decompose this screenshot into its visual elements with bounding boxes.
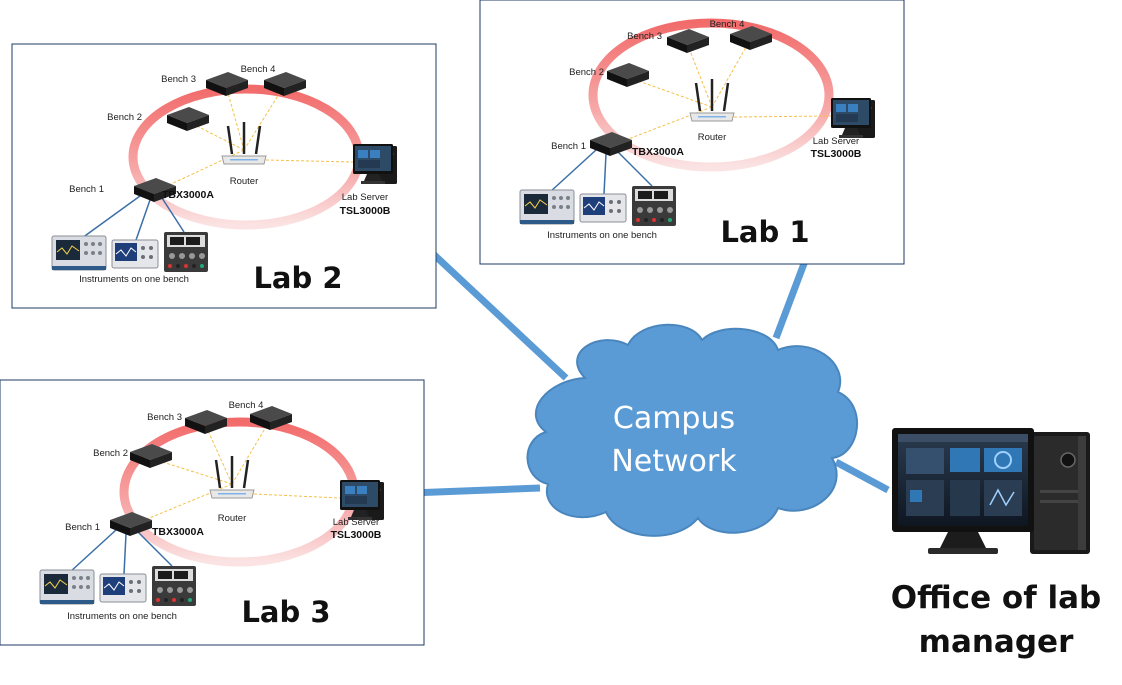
bench-controller-icon: [185, 410, 227, 434]
bench-label: Bench 1: [551, 141, 586, 152]
office-label-line1: Office of lab: [891, 580, 1101, 616]
router-label: Router: [230, 176, 259, 187]
oscilloscope-icon: [39, 569, 95, 605]
wifi-link: [253, 493, 341, 499]
scope-icon: [579, 193, 627, 223]
bench-label: Bench 3: [147, 412, 182, 423]
cloud-label-line2: Network: [611, 444, 737, 479]
server-label: Lab Server: [333, 517, 379, 528]
instrument-cable: [617, 151, 653, 187]
lab-title: Lab 1: [720, 215, 809, 249]
wifi-router-icon: [221, 122, 267, 165]
bench-model-label: TBX3000A: [162, 189, 214, 201]
bench-instruments-icon: [51, 232, 208, 272]
office-label-line2: manager: [919, 624, 1074, 660]
lab-server-icon: [340, 480, 384, 520]
wifi-link: [243, 85, 285, 151]
wifi-link: [711, 39, 751, 108]
lab-server-icon: [353, 144, 397, 184]
bench-controller-icon: [730, 26, 772, 50]
lab-title: Lab 2: [253, 261, 342, 295]
server-label: Lab Server: [342, 192, 388, 203]
wifi-link: [204, 423, 233, 485]
instrument-cable: [135, 199, 151, 241]
router-label: Router: [218, 513, 247, 524]
bench-label: Bench 3: [161, 74, 196, 85]
monitor-icon: [892, 428, 1034, 554]
bench-controller-icon: [250, 406, 292, 430]
server-label: Lab Server: [813, 136, 859, 147]
instrument-cable: [69, 529, 117, 573]
office-workstation: Office of lab manager: [891, 428, 1101, 660]
power-supply-icon: [632, 186, 676, 226]
bench-model-label: TBX3000A: [152, 526, 204, 538]
bench-model-label: TBX3000A: [632, 146, 684, 158]
server-model-label: TSL3000B: [331, 529, 382, 541]
campus-network-cloud: Campus Network: [526, 323, 859, 537]
bench-controller-icon: [110, 512, 152, 536]
wifi-link: [186, 120, 245, 151]
oscilloscope-icon: [519, 189, 575, 225]
wifi-link: [733, 115, 832, 118]
pc-tower-icon: [1030, 432, 1090, 554]
instruments-caption: Instruments on one bench: [79, 274, 189, 285]
bench-label: Bench 2: [93, 448, 128, 459]
oscilloscope-icon: [51, 235, 107, 271]
instrument-cable: [161, 197, 185, 233]
power-supply-icon: [164, 232, 208, 272]
bench-label: Bench 4: [241, 64, 276, 75]
lab-server-icon: [831, 98, 875, 138]
bench-instruments-icon: [39, 566, 196, 606]
bench-label: Bench 2: [107, 112, 142, 123]
instruments-caption: Instruments on one bench: [67, 611, 177, 622]
instrument-cable: [603, 153, 607, 195]
instrument-cable: [549, 149, 597, 193]
lab-panel-lab3: Bench 1 Bench 2 Bench 3 Bench 4 TBX3000A Rout…: [0, 379, 425, 646]
bench-network-ring: [588, 18, 834, 172]
instruments-caption: Instruments on one bench: [547, 230, 657, 241]
bench-label: Bench 3: [627, 31, 662, 42]
bench-label: Bench 1: [69, 184, 104, 195]
scope-icon: [111, 239, 159, 269]
instrument-cable: [137, 531, 173, 567]
lab-panel-lab1: Bench 1 Bench 2 Bench 3 Bench 4 TBX3000A Rout…: [479, 0, 905, 265]
cloud-shape: [526, 323, 859, 537]
power-supply-icon: [152, 566, 196, 606]
bench-controller-icon: [167, 107, 209, 131]
bench-controller-icon: [264, 72, 306, 96]
server-model-label: TSL3000B: [340, 205, 391, 217]
lab-title: Lab 3: [241, 595, 330, 629]
wifi-link: [265, 159, 354, 163]
cloud-label-line1: Campus: [613, 401, 735, 436]
bench-label: Bench 1: [65, 522, 100, 533]
link-office-cloud: [834, 458, 890, 494]
bench-controller-icon: [607, 63, 649, 87]
wifi-link: [225, 85, 245, 151]
bench-controller-icon: [667, 29, 709, 53]
bench-instruments-icon: [519, 186, 676, 226]
bench-label: Bench 2: [569, 67, 604, 78]
wifi-router-icon: [209, 456, 255, 499]
bench-label: Bench 4: [229, 400, 264, 411]
wifi-router-icon: [689, 79, 735, 122]
instrument-cable: [81, 195, 141, 239]
server-model-label: TSL3000B: [811, 148, 862, 160]
wifi-link: [686, 42, 713, 108]
bench-controller-icon: [130, 444, 172, 468]
router-label: Router: [698, 132, 727, 143]
bench-controller-icon: [590, 132, 632, 156]
lab-panel-lab2: Bench 1 Bench 2 Bench 3 Bench 4 TBX3000A Rout…: [11, 43, 437, 309]
scope-icon: [99, 573, 147, 603]
bench-label: Bench 4: [710, 19, 745, 30]
wifi-link: [231, 419, 271, 485]
bench-controller-icon: [206, 72, 248, 96]
instrument-cable: [123, 533, 127, 575]
bench-controller-icon: [134, 178, 176, 202]
